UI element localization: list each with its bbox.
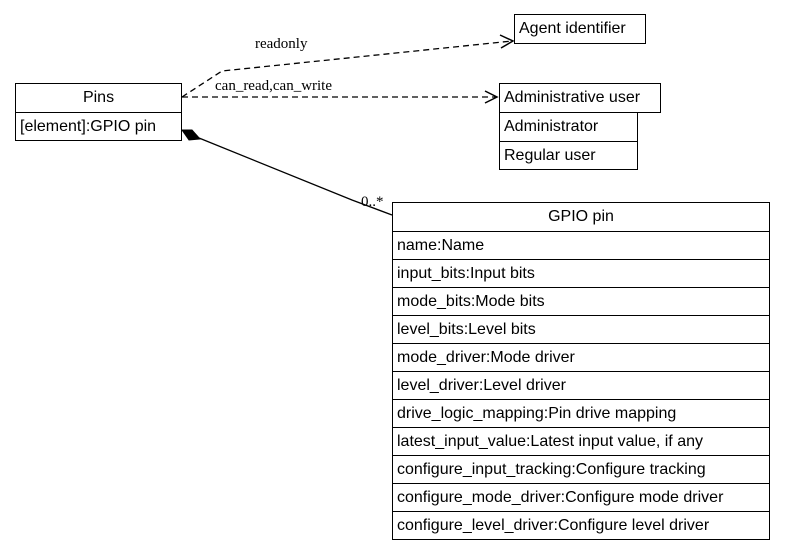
arrowhead-readonly <box>499 34 515 49</box>
gpio-attribute: level_bits:Level bits <box>393 315 769 343</box>
enum-value: Regular user <box>500 141 637 169</box>
administrative-user-values: Administrator Regular user <box>499 112 638 170</box>
arrowhead-can-read-write <box>484 90 499 104</box>
edge-composition <box>198 137 393 216</box>
gpio-pin-class-box: GPIO pin name:Name input_bits:Input bits… <box>392 202 770 540</box>
edge-readonly <box>181 40 513 98</box>
composition-diamond-icon <box>181 129 202 141</box>
gpio-pin-class-title: GPIO pin <box>548 208 614 225</box>
readonly-label: readonly <box>255 36 308 52</box>
pins-attribute: [element]:GPIO pin <box>16 112 181 140</box>
gpio-attribute: level_driver:Level driver <box>393 371 769 399</box>
gpio-attribute: configure_mode_driver:Configure mode dri… <box>393 483 769 511</box>
gpio-attribute: drive_logic_mapping:Pin drive mapping <box>393 399 769 427</box>
agent-identifier-box: Agent identifier <box>514 14 646 44</box>
gpio-attribute: configure_level_driver:Configure level d… <box>393 511 769 539</box>
gpio-attribute: mode_driver:Mode driver <box>393 343 769 371</box>
administrative-user-box: Administrative user <box>499 83 661 113</box>
gpio-attribute: mode_bits:Mode bits <box>393 287 769 315</box>
multiplicity-label: 0..* <box>361 194 384 210</box>
can-read-write-label: can_read,can_write <box>215 78 333 94</box>
administrative-user-title: Administrative user <box>504 89 641 106</box>
pins-class-box: Pins [element]:GPIO pin <box>15 83 182 141</box>
agent-identifier-title: Agent identifier <box>519 20 626 37</box>
pins-class-title: Pins <box>82 89 115 106</box>
gpio-attribute: input_bits:Input bits <box>393 259 769 287</box>
gpio-attribute: name:Name <box>393 231 769 259</box>
gpio-attribute: latest_input_value:Latest input value, i… <box>393 427 769 455</box>
gpio-attribute: configure_input_tracking:Configure track… <box>393 455 769 483</box>
enum-value: Administrator <box>504 118 599 135</box>
